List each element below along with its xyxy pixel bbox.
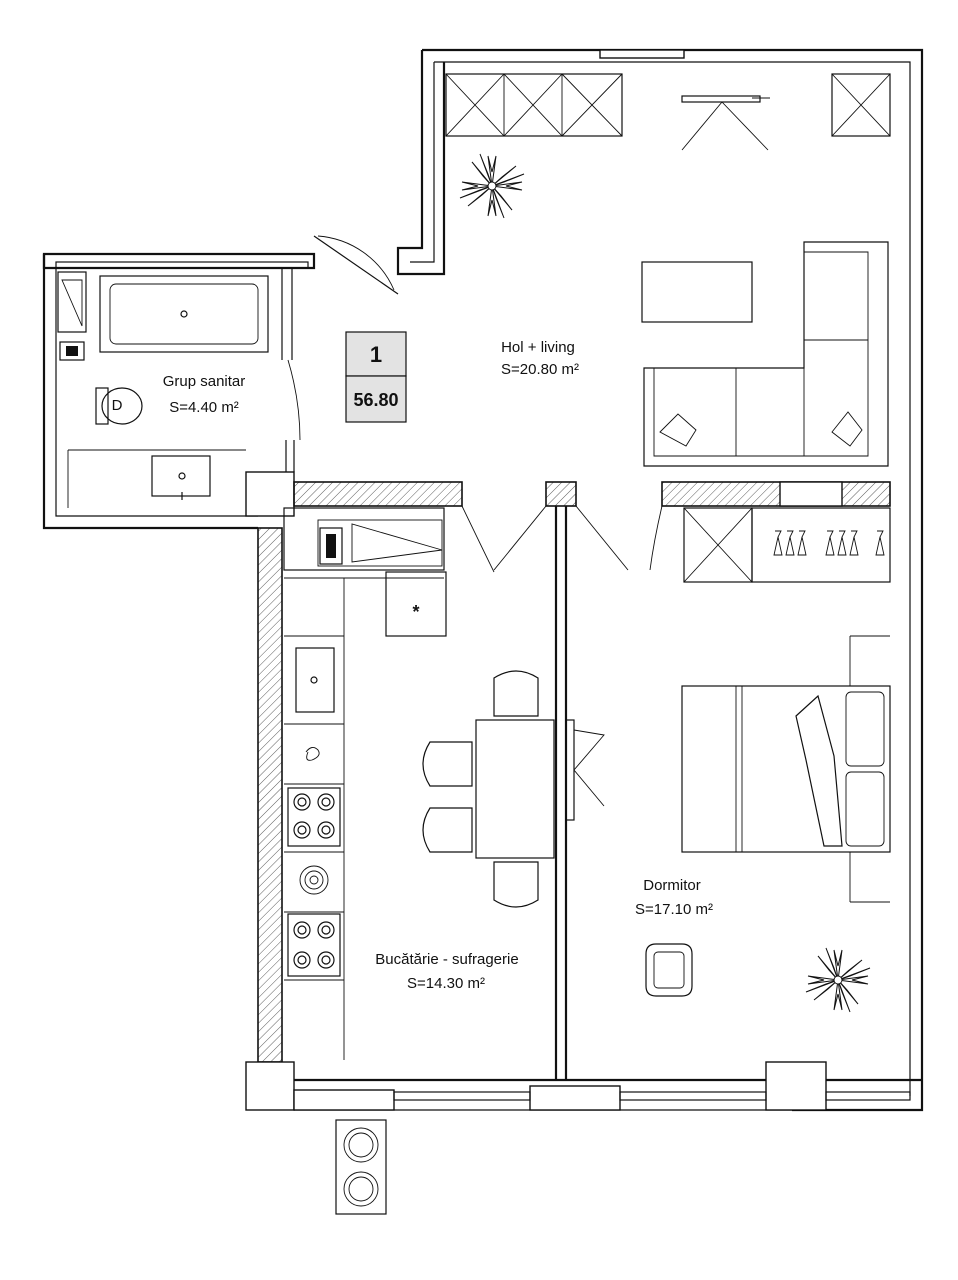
bathroom-fixtures (57, 271, 269, 508)
unit-badge: 1 56.80 (345, 331, 407, 423)
bathroom-area: S=4.40 m² (169, 399, 239, 416)
room-labels: Hol + living S=20.80 m² Grup sanitar S=4… (112, 339, 713, 992)
bedroom-furniture (645, 507, 891, 1013)
unit-number-box (345, 331, 407, 377)
plant-icon (459, 153, 525, 219)
fridge-symbol: * (412, 602, 419, 622)
living-name: Hol + living (501, 339, 575, 356)
outer-walls (42, 48, 924, 1112)
bathroom-name: Grup sanitar (163, 373, 246, 390)
bedroom-name: Dormitor (643, 877, 701, 894)
doors (287, 235, 663, 821)
toilet-letter: D (112, 397, 123, 414)
unit-area-box (345, 375, 407, 423)
unit-number: 1 (370, 342, 382, 367)
unit-area: 56.80 (353, 390, 398, 410)
kitchen-area: S=14.30 m² (407, 975, 485, 992)
living-furniture (445, 73, 891, 467)
kitchen-name: Bucătărie - sufragerie (375, 951, 518, 968)
kitchen-furniture: * (283, 507, 555, 1215)
bedroom-area: S=17.10 m² (635, 901, 713, 918)
plant-icon-bedroom (805, 947, 871, 1013)
living-area: S=20.80 m² (501, 361, 579, 378)
